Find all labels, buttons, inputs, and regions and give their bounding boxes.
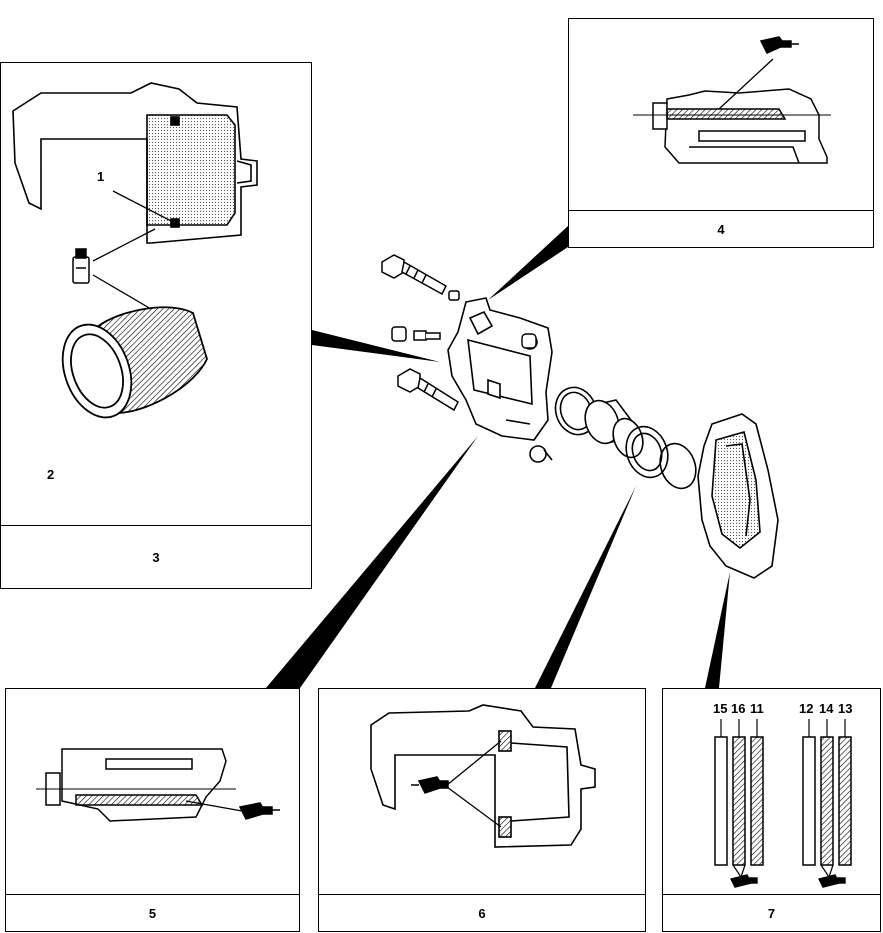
callout-1: 1	[97, 169, 105, 184]
grease-tube-icon	[238, 802, 280, 820]
bleed-screw	[391, 326, 441, 342]
piston-part	[61, 306, 208, 419]
detail-panel-7: 15 16 11 12 14 13 7	[662, 688, 881, 932]
pad-label-13: 13	[838, 701, 853, 716]
callout-2: 2	[47, 467, 55, 482]
guide-pin-upper	[381, 254, 460, 301]
detail-panel-4: 4	[568, 18, 874, 248]
panel-caption-6: 6	[319, 894, 645, 931]
grease-tube-icon	[411, 776, 449, 794]
panel-caption-5: 5	[6, 894, 299, 931]
leader-wedge-3	[312, 330, 440, 362]
panel-caption-7: 7	[663, 894, 880, 931]
brake-pad-section-detail	[714, 719, 852, 888]
detail-panel-6: 6	[318, 688, 646, 932]
grease-tube-icon	[729, 874, 758, 888]
circlip	[659, 442, 697, 490]
piston-bore-detail	[12, 82, 258, 419]
piston	[584, 399, 644, 459]
dust-boot	[625, 425, 669, 479]
leader-wedge-4	[488, 226, 568, 300]
grease-bottle-icon	[72, 248, 90, 284]
detail-panel-5: 5	[5, 688, 300, 932]
pad-label-11: 11	[750, 701, 764, 716]
panel-caption-3: 3	[1, 525, 311, 588]
guide-pin-detail-upper	[633, 36, 831, 164]
caliper-body	[447, 297, 553, 463]
leader-wedge-6	[535, 486, 636, 688]
leader-wedge-7	[705, 572, 730, 688]
leader-wedge-5	[266, 436, 478, 688]
panel-caption-4: 4	[569, 210, 873, 247]
guide-pin-lower	[397, 368, 459, 412]
pad-label-15: 15	[713, 701, 728, 716]
pad-label-12: 12	[799, 701, 814, 716]
carrier-bracket	[697, 413, 779, 579]
grease-tube-icon	[817, 874, 846, 888]
detail-panel-3: 1 2 3	[0, 62, 312, 589]
pad-label-14: 14	[819, 701, 834, 716]
pad-label-16: 16	[731, 701, 746, 716]
caliper-section-detail	[370, 704, 596, 848]
pin-boot-upper	[521, 333, 537, 349]
guide-pin-detail-lower	[36, 748, 280, 822]
grease-tube-icon	[759, 36, 799, 54]
